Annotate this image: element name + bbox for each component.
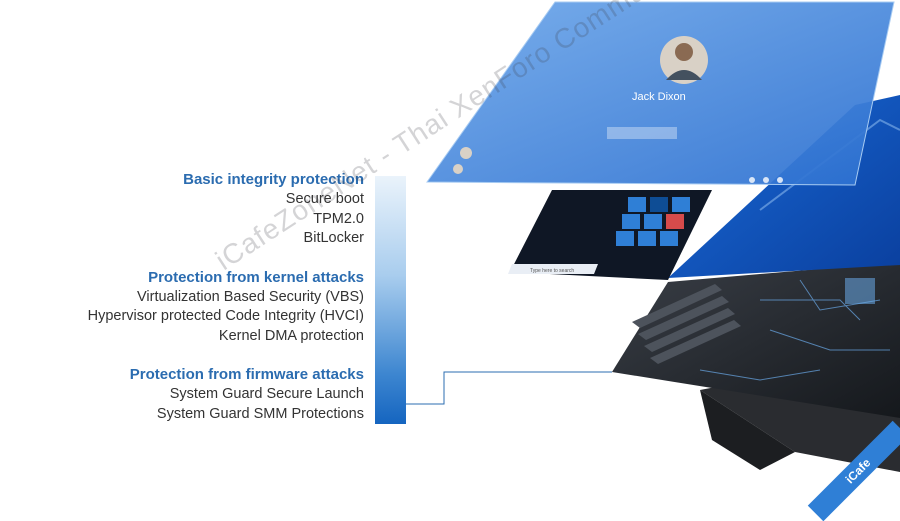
security-feature-list: Basic integrity protection Secure boot T… [88, 170, 364, 443]
laptop-base-edge [700, 390, 795, 470]
feature-group-kernel-attacks: Protection from kernel attacks Virtualiz… [88, 268, 364, 347]
feature-item: Virtualization Based Security (VBS) [136, 288, 364, 305]
feature-item: Kernel DMA protection [218, 327, 364, 344]
group-title: Protection from kernel attacks [148, 268, 364, 286]
start-menu-tiles [616, 197, 690, 246]
feature-item: Hypervisor protected Code Integrity (HVC… [87, 308, 364, 324]
feature-item: System Guard Secure Launch [169, 386, 364, 402]
account-avatar-1 [460, 147, 472, 159]
lock-screen-border [426, 1, 895, 186]
group-title: Basic integrity protection [183, 171, 364, 188]
lock-screen-username: Jack Dixon [632, 91, 686, 103]
start-menu-layer [510, 190, 712, 280]
protection-gradient-bar [375, 176, 406, 424]
account-avatar-2 [453, 164, 463, 174]
memory-modules [632, 284, 741, 364]
start-search-box [508, 264, 598, 274]
feature-group-basic-integrity: Basic integrity protection Secure boot T… [88, 170, 364, 249]
chip [845, 278, 875, 304]
group-title: Protection from firmware attacks [129, 366, 364, 383]
feature-item: System Guard SMM Protections [156, 405, 364, 422]
start-search-text: Type here to search [530, 268, 574, 274]
device-layers-illustration: Type here to search Jack Dixon [406, 1, 900, 472]
connector-line [406, 371, 612, 405]
lock-screen-status-icons [749, 177, 783, 183]
lock-screen-layer [427, 2, 894, 185]
feature-item: BitLocker [303, 230, 364, 246]
feature-group-firmware-attacks: Protection from firmware attacks System … [88, 365, 364, 424]
feature-item: Secure boot [285, 191, 364, 207]
feature-item: TPM2.0 [313, 210, 364, 227]
password-box [607, 127, 677, 139]
